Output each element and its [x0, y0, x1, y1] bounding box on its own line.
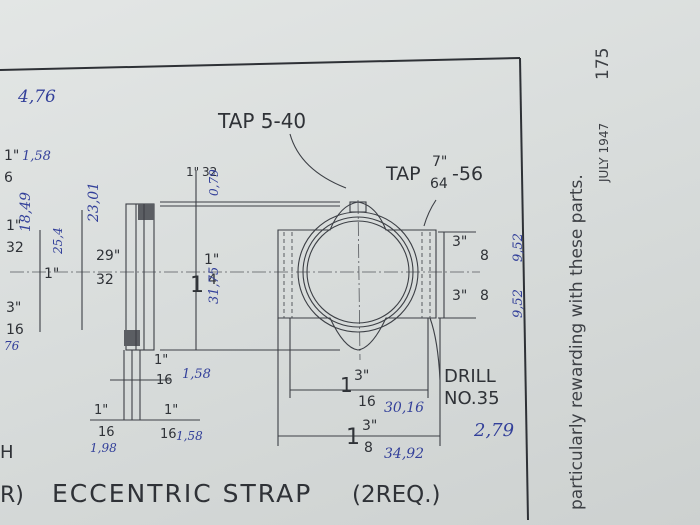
dim-bottom2-den: 8 [364, 440, 373, 456]
metric-note: 1,58 [182, 367, 211, 382]
metric-note: 1,58 [176, 429, 203, 443]
dim-small2-num: 1" [94, 403, 108, 418]
tap-note-numerator: 7" [432, 154, 447, 170]
dim-bottom1-whole: 1 [340, 373, 353, 397]
dim-bottom1-den: 16 [358, 394, 376, 410]
vertical-center-line [357, 199, 361, 361]
metric-note: 34,92 [384, 446, 424, 462]
dim-bottom2-whole: 1 [346, 425, 360, 450]
dim-left1-num: 1" [6, 218, 21, 234]
dim-left-whole: 1" [44, 266, 59, 282]
metric-note: 0,79 [207, 169, 221, 196]
dim-left2-den: 16 [6, 322, 24, 338]
metric-note: 4,76 [17, 87, 56, 107]
dim-height-num: 1" [204, 252, 219, 268]
tap-note-suffix: -56 [452, 163, 483, 185]
dim-left3-den: 6 [4, 170, 13, 186]
drawing-border [0, 57, 529, 521]
tap-note-prefix: TAP [385, 163, 421, 185]
dim-right-den: 8 [480, 248, 489, 264]
dim-small1-den: 16 [156, 373, 173, 388]
metric-note: 9,52 [511, 289, 526, 318]
dimension-lines [39, 133, 476, 446]
dim-small3-num: 1" [164, 403, 178, 418]
handwritten-metric-notes: 4,76 1,58 18,49 23,01 25,4 0,79 31,75 9,… [4, 87, 526, 462]
dim-right2-den: 8 [480, 288, 489, 304]
dim-bottom2-num: 3" [362, 418, 377, 434]
dim-right2-num: 3" [452, 288, 467, 304]
metric-note: 30,16 [384, 400, 424, 416]
drawing-title: ECCENTRIC STRAP [52, 479, 312, 508]
dim-left2-num: 3" [6, 300, 21, 316]
metric-note: 23,01 [86, 182, 102, 223]
drill-label: DRILL [444, 366, 496, 387]
page-number: 175 [593, 48, 613, 80]
drill-number-label: NO.35 [444, 388, 500, 409]
metric-note: 1,58 [22, 149, 51, 164]
dim-left3-num: 1" [4, 148, 19, 164]
dim-side-num: 29" [96, 248, 120, 264]
dim-left1-den: 32 [6, 240, 24, 256]
strap-front-view [277, 201, 437, 351]
metric-note: 1,98 [90, 441, 117, 455]
title-fragment: R) [0, 483, 24, 508]
margin-sentence: particularly rewarding with these parts. [567, 174, 587, 510]
tap-5-40-note: TAP 5-40 [217, 109, 306, 133]
dim-side-den: 32 [96, 272, 114, 288]
metric-note: 31,75 [207, 267, 222, 304]
metric-note: 9,52 [511, 233, 526, 262]
strap-side-view [124, 203, 155, 351]
dim-height-whole: 1 [190, 273, 204, 298]
dim-top-den: 32 [202, 165, 217, 179]
metric-note: 18,49 [18, 192, 34, 232]
issue-date: JULY 1947 [597, 123, 611, 183]
tap-note-denominator: 64 [430, 176, 448, 192]
dim-height-den: 4 [208, 272, 217, 288]
dim-top-num: 1" [186, 165, 199, 179]
left-edge-letter: H [0, 442, 14, 463]
dim-small3-den: 16 [160, 427, 177, 442]
dim-bottom1-num: 3" [354, 368, 369, 384]
dim-small1-num: 1" [154, 353, 168, 368]
metric-note: 25,4 [51, 227, 65, 255]
metric-note: 2,79 [473, 420, 514, 441]
drawing-labels: TAP 5-40 TAP 7" 64 -56 DRILL NO.35 ECCEN… [0, 109, 500, 508]
dim-right-num: 3" [452, 234, 467, 250]
quantity-note: (2REQ.) [352, 482, 441, 508]
dim-small2-den: 16 [98, 425, 115, 440]
page-margin: particularly rewarding with these parts.… [567, 48, 613, 510]
metric-note: 76 [4, 339, 20, 353]
